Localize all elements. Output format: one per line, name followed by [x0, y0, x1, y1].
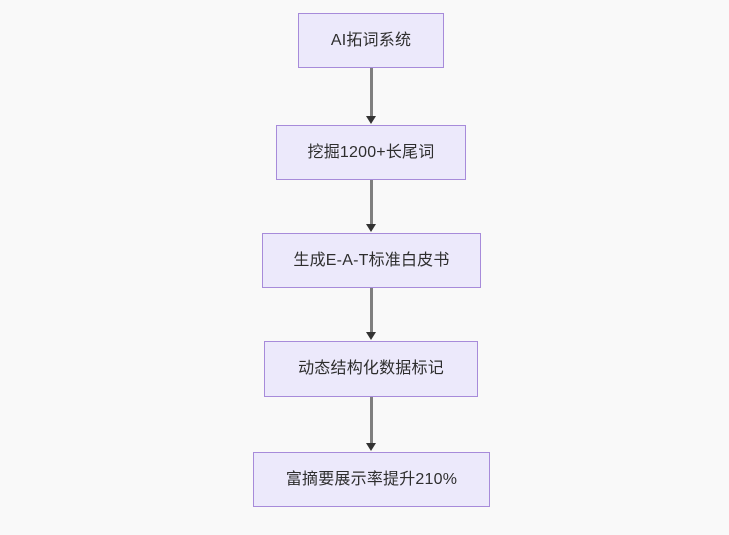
flow-node-label: 挖掘1200+长尾词 — [307, 143, 435, 161]
flow-edge-n1-to-n2 — [369, 180, 373, 225]
flow-node-rich-snippet-impression-lift[interactable]: 富摘要展示率提升210% — [253, 452, 490, 507]
flow-edge-n0-to-n1 — [369, 68, 373, 117]
down-arrow-icon — [366, 224, 376, 232]
down-arrow-icon — [366, 332, 376, 340]
flow-edge-n2-to-n3 — [369, 288, 373, 333]
flow-node-mine-longtail-keywords[interactable]: 挖掘1200+长尾词 — [276, 125, 466, 180]
flow-edge-n3-to-n4 — [369, 397, 373, 444]
flow-node-label: 富摘要展示率提升210% — [285, 470, 458, 488]
flow-node-dynamic-structured-data-markup[interactable]: 动态结构化数据标记 — [264, 341, 478, 397]
down-arrow-icon — [366, 443, 376, 451]
flow-node-label: 动态结构化数据标记 — [298, 360, 444, 378]
flow-node-label: AI拓词系统 — [330, 31, 412, 49]
flow-node-ai-keyword-system[interactable]: AI拓词系统 — [298, 13, 444, 68]
flow-node-label: 生成E-A-T标准白皮书 — [293, 251, 450, 269]
down-arrow-icon — [366, 116, 376, 124]
flow-node-generate-eat-whitepaper[interactable]: 生成E-A-T标准白皮书 — [262, 233, 481, 288]
